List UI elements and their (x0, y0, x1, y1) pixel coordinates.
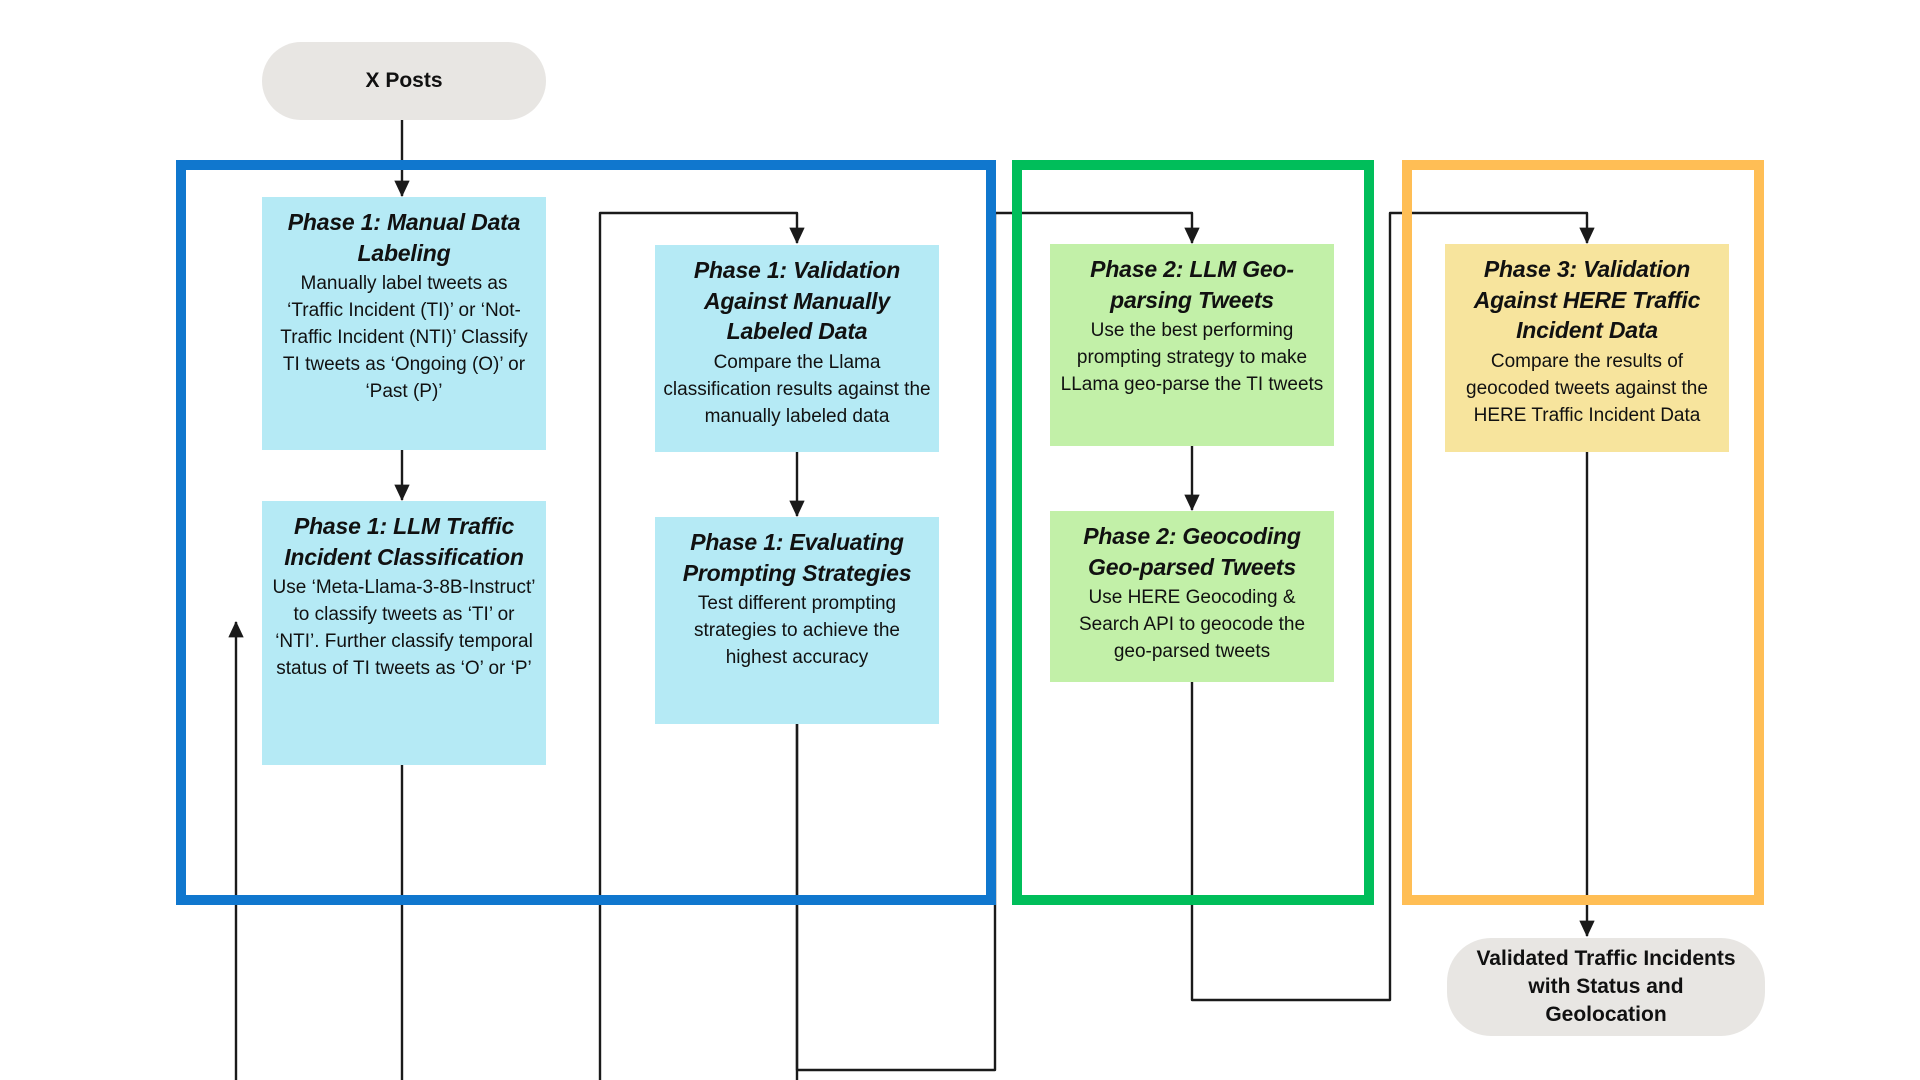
node-description: Use the best performing prompting strate… (1060, 320, 1324, 396)
terminal-input-label: X Posts (365, 69, 443, 93)
node-description: Compare the Llama classification results… (663, 351, 931, 427)
node-validation-against-here-traffic-incident-data[interactable]: Phase 3: Validation Against HERE Traffic… (1445, 244, 1729, 452)
node-description: Compare the results of geocoded tweets a… (1466, 350, 1708, 426)
phase-1-container (176, 160, 996, 905)
terminal-input-x-posts: X Posts (262, 42, 546, 120)
node-description: Use ‘Meta-Llama-3-8B-Instruct’ to classi… (272, 577, 536, 680)
node-description: Test different prompting strategies to a… (694, 593, 900, 669)
terminal-output-label: Validated Traffic Incidents with Status … (1476, 947, 1736, 1026)
node-description: Use HERE Geocoding & Search API to geoco… (1078, 587, 1306, 663)
node-geocoding-geo-parsed-tweets[interactable]: Phase 2: Geocoding Geo-parsed Tweets Use… (1050, 511, 1334, 682)
terminal-output-validated-incidents: Validated Traffic Incidents with Status … (1447, 938, 1765, 1036)
node-title: Phase 3: Validation Against HERE Traffic… (1473, 256, 1701, 344)
node-title: Phase 1: Manual Data Labeling (287, 209, 521, 266)
node-llm-geo-parsing-tweets[interactable]: Phase 2: LLM Geo-parsing Tweets Use the … (1050, 244, 1334, 446)
node-title: Phase 1: LLM Traffic Incident Classifica… (284, 513, 524, 570)
node-evaluating-prompting-strategies[interactable]: Phase 1: Evaluating Prompting Strategies… (655, 517, 939, 724)
phase-2-container (1012, 160, 1374, 905)
node-validation-against-manually-labeled-data[interactable]: Phase 1: Validation Against Manually Lab… (655, 245, 939, 452)
node-title: Phase 1: Evaluating Prompting Strategies (682, 529, 912, 586)
node-description: Manually label tweets as ‘Traffic Incide… (280, 273, 528, 403)
node-manual-data-labeling[interactable]: Phase 1: Manual Data Labeling Manually l… (262, 197, 546, 450)
phase-3-container (1402, 160, 1764, 905)
node-title: Phase 2: Geocoding Geo-parsed Tweets (1083, 523, 1301, 580)
node-llm-traffic-incident-classification[interactable]: Phase 1: LLM Traffic Incident Classifica… (262, 501, 546, 765)
node-title: Phase 1: Validation Against Manually Lab… (693, 257, 901, 345)
node-title: Phase 2: LLM Geo-parsing Tweets (1090, 256, 1294, 313)
